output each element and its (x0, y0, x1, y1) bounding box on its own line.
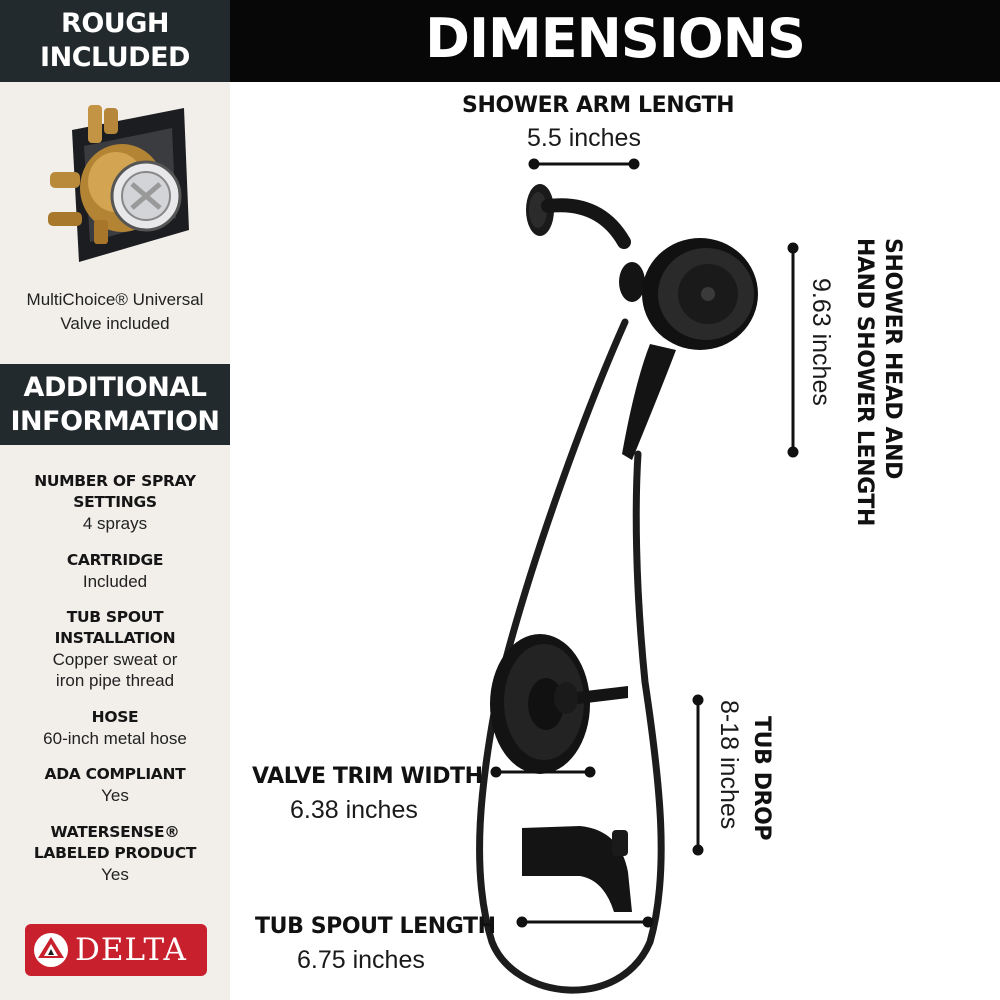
brand-name: DELTA (75, 932, 187, 968)
info-sidebar: ROUGH INCLUDED MultiChoice® Universal Va… (0, 0, 230, 1000)
shower-head-length-value: 9.63 inches (807, 278, 835, 406)
rough-heading-line-2: INCLUDED (40, 42, 190, 73)
info-value: 4 sprays (82, 514, 148, 533)
info-value: iron pipe thread (55, 671, 175, 690)
valve-trim-width-value: 6.38 inches (290, 796, 418, 824)
tub-drop-value: 8-18 inches (715, 700, 743, 830)
info-value: Included (82, 572, 148, 591)
shower-head-length-label: SHOWER HEAD AND HAND SHOWER LENGTH (850, 238, 906, 526)
valve-trim-width-label: VALVE TRIM WIDTH (252, 764, 483, 789)
info-label: HOSE (91, 708, 139, 726)
tub-drop-label: TUB DROP (749, 716, 774, 841)
info-label: SETTINGS (73, 493, 157, 511)
info-hose: HOSE 60-inch metal hose (0, 707, 230, 749)
tub-spout-length-value: 6.75 inches (297, 946, 425, 974)
valve-caption: MultiChoice® Universal Valve included (0, 288, 230, 336)
dimensions-header: DIMENSIONS (230, 0, 1000, 82)
info-watersense: WATERSENSE® LABELED PRODUCT Yes (0, 822, 230, 885)
info-label: ADA COMPLIANT (44, 765, 186, 783)
info-label: CARTRIDGE (66, 551, 164, 569)
info-value: 60-inch metal hose (43, 729, 187, 748)
info-label: WATERSENSE® (50, 823, 180, 841)
shower-arm-length-value: 5.5 inches (527, 124, 641, 152)
shower-arm-length-label: SHOWER ARM LENGTH (462, 93, 735, 118)
rough-valve-image (48, 105, 189, 262)
info-value: Yes (101, 786, 129, 805)
info-spray-settings: NUMBER OF SPRAY SETTINGS 4 sprays (0, 471, 230, 534)
additional-heading-line-2: INFORMATION (10, 406, 220, 437)
info-label: INSTALLATION (54, 629, 176, 647)
valve-caption-line-1: MultiChoice® Universal (26, 290, 204, 309)
delta-triangle-icon (34, 933, 68, 967)
info-label: TUB SPOUT (66, 608, 164, 626)
page-title: DIMENSIONS (425, 7, 806, 70)
shower-fixture-illustration (476, 158, 799, 994)
info-tub-spout-installation: TUB SPOUT INSTALLATION Copper sweat or i… (0, 607, 230, 691)
tub-spout-length-label: TUB SPOUT LENGTH (255, 914, 496, 939)
additional-heading-line-1: ADDITIONAL (23, 372, 207, 403)
shower-head-label-line-1: SHOWER HEAD AND (880, 238, 905, 479)
rough-heading-line-1: ROUGH (61, 8, 169, 39)
info-cartridge: CARTRIDGE Included (0, 550, 230, 592)
info-value: Copper sweat or (52, 650, 178, 669)
info-ada-compliant: ADA COMPLIANT Yes (0, 764, 230, 806)
info-label: LABELED PRODUCT (33, 844, 197, 862)
delta-brand-logo: DELTA (25, 924, 207, 976)
info-label: NUMBER OF SPRAY (34, 472, 196, 490)
shower-head-label-line-2: HAND SHOWER LENGTH (852, 238, 877, 526)
additional-information-heading: ADDITIONAL INFORMATION (0, 364, 230, 445)
rough-included-heading: ROUGH INCLUDED (0, 0, 230, 82)
valve-caption-line-2: Valve included (60, 314, 170, 333)
info-value: Yes (101, 865, 129, 884)
